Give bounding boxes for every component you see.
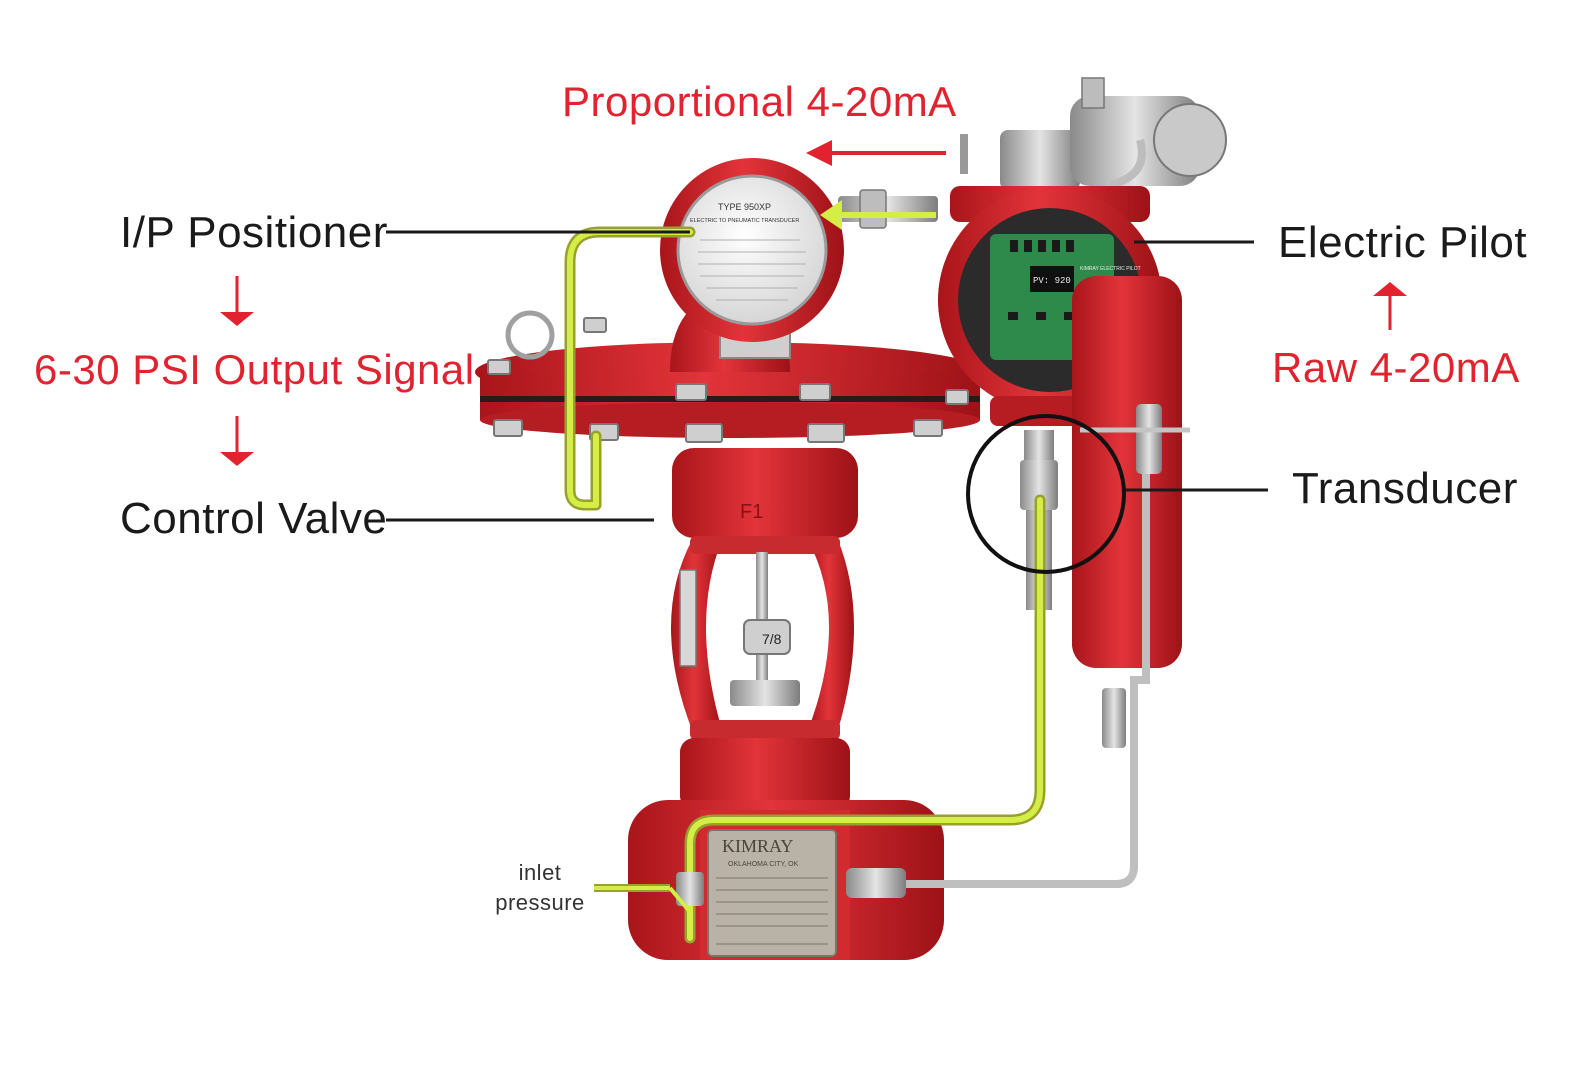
transducer-label: Transducer [1292, 464, 1518, 513]
positioner-desc-text: ELECTRIC TO PNEUMATIC TRANSDUCER [690, 218, 799, 224]
pilot-top-mechanism [960, 77, 1227, 190]
transducer-highlight-circle [966, 414, 1126, 574]
proportional-arrow-head [806, 140, 832, 166]
control-valve-label: Control Valve [120, 494, 388, 543]
annotation-arrows [220, 140, 1407, 466]
valve-bonnet: F1 [672, 448, 858, 538]
pilot-cylinder [1072, 276, 1182, 668]
inlet-label-line2: pressure [495, 890, 585, 915]
flange-bolts [487, 317, 969, 443]
output-down-arrow-head [220, 452, 254, 466]
electric-pilot-label: Electric Pilot [1278, 218, 1528, 267]
inlet-pressure-label: inlet pressure [492, 858, 588, 918]
nameplate-city-text: OKLAHOMA CITY, OK [728, 861, 799, 868]
output-signal-label: 6-30 PSI Output Signal [34, 346, 475, 393]
proportional-signal-label: Proportional 4-20mA [562, 78, 957, 125]
leader-lines [386, 230, 1268, 522]
sensing-tube [846, 404, 1190, 898]
bonnet-mark-text: F1 [740, 501, 763, 523]
lifting-ring [505, 310, 555, 360]
positioner-type-text: TYPE 950XP [718, 202, 771, 212]
raw-signal-label: Raw 4-20mA [1272, 344, 1520, 391]
positioner-down-arrow-head [220, 312, 254, 326]
pneumatic-tubing [564, 226, 1046, 944]
stem-mark-text: 7/8 [762, 631, 782, 647]
kimray-nameplate: KIMRAY OKLAHOMA CITY, OK [707, 829, 837, 957]
ip-positioner-label: I/P Positioner [120, 208, 388, 257]
valve-stem: 7/8 [679, 552, 800, 706]
inlet-pointer [594, 884, 692, 914]
ip-positioner-housing: TYPE 950XP ELECTRIC TO PNEUMATIC TRANSDU… [660, 158, 844, 359]
raw-up-arrow-head [1373, 282, 1407, 296]
pilot-display-text: PV: 920 [1033, 276, 1071, 286]
yellow-signal-arrow [820, 200, 936, 230]
inlet-label-line1: inlet [518, 860, 562, 885]
pilot-brand-text: KIMRAY ELECTRIC PILOT [1080, 266, 1141, 272]
signal-fitting [838, 189, 938, 229]
nameplate-brand-text: KIMRAY [722, 836, 793, 856]
